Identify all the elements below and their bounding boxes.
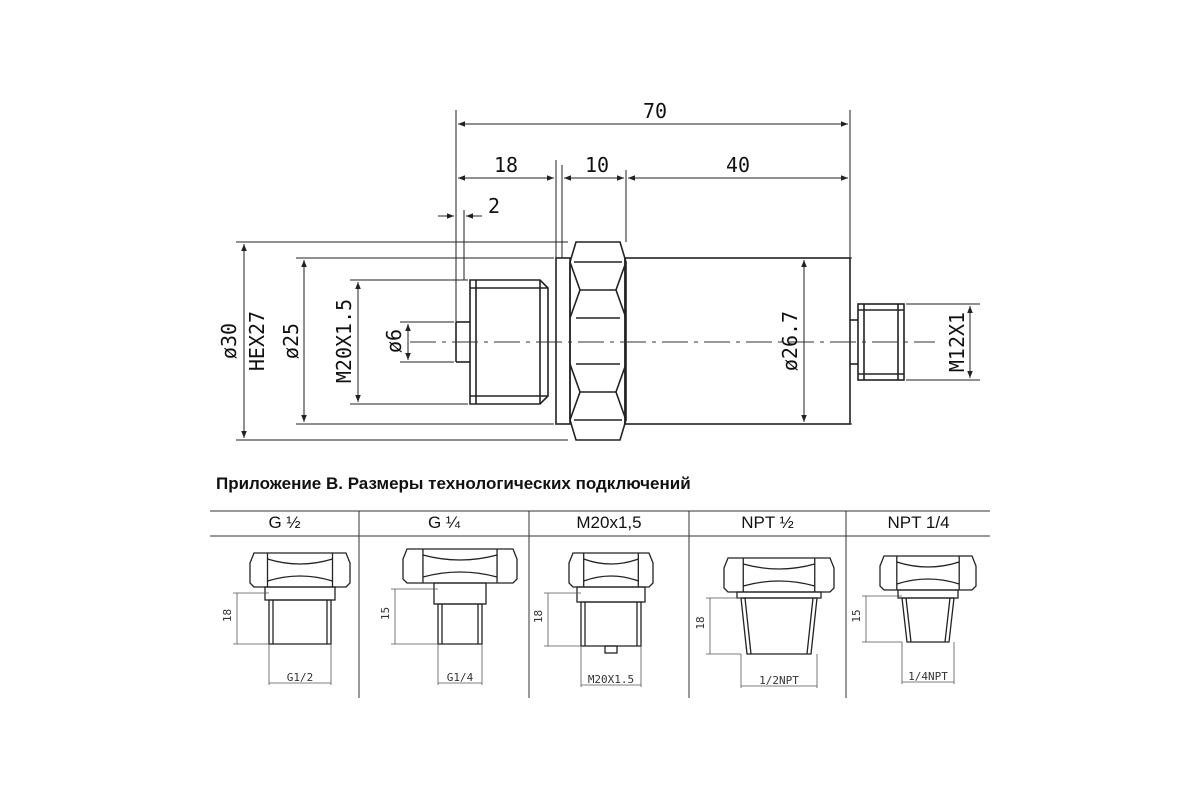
- fitting-height-label: 15: [850, 609, 863, 622]
- dim-gap-label: 2: [488, 194, 500, 218]
- sensor-side-view: [455, 241, 905, 441]
- fitting-thread-label: M20X1.5: [588, 673, 634, 686]
- fitting-3: [544, 552, 654, 687]
- column-header-npt-half: NPT ½: [741, 513, 794, 532]
- dim-overall-label: 70: [643, 99, 667, 123]
- column-header-g-half: G ½: [268, 513, 301, 532]
- flange: [555, 257, 571, 425]
- hex-nut: [402, 548, 518, 584]
- appendix-fittings: [233, 548, 977, 688]
- dia-flange-label: ø25: [279, 323, 303, 359]
- column-header-m20: M20x1,5: [576, 513, 642, 532]
- dia-bore-label: ø6: [382, 329, 406, 353]
- dim-hex-label: 10: [585, 153, 609, 177]
- fitting-2: [391, 548, 518, 685]
- hex-nut: [569, 241, 627, 441]
- fitting-4: [706, 557, 835, 688]
- dimension-lines: [236, 110, 980, 441]
- hex-nut: [249, 552, 351, 588]
- fitting-thread-label: G1/2: [287, 671, 314, 684]
- hex-nut: [723, 557, 835, 593]
- fitting-1: [233, 552, 351, 685]
- fitting-height-label: 18: [532, 610, 545, 623]
- fitting-height-label: 18: [694, 616, 707, 629]
- appendix-table: G ½ G ¼ M20x1,5 NPT ½ NPT 1/4: [210, 509, 991, 699]
- fitting-5: [862, 555, 977, 684]
- thread: [901, 597, 955, 643]
- fitting-height-label: 15: [379, 607, 392, 620]
- sensor-body: [624, 257, 851, 425]
- hex-nut: [568, 552, 654, 588]
- thread-connector-label: M12X1: [945, 312, 969, 372]
- fitting-height-label: 18: [221, 609, 234, 622]
- dim-body-label: 40: [726, 153, 750, 177]
- column-header-g-quarter: G ¼: [427, 513, 461, 532]
- fitting-thread-label: 1/4NPT: [908, 670, 948, 683]
- thread: [740, 597, 818, 655]
- dia-hex-outer-label: ø30: [217, 323, 241, 359]
- dia-body-label: ø26.7: [778, 311, 802, 371]
- dim-fitting-label: 18: [494, 153, 518, 177]
- column-header-npt-quarter: NPT 1/4: [887, 513, 950, 532]
- thread-process-label: M20X1.5: [332, 299, 356, 383]
- fitting-thread-label: G1/4: [447, 671, 474, 684]
- appendix-title: Приложение В. Размеры технологических по…: [216, 474, 691, 493]
- appendix-table-grid: [210, 510, 990, 698]
- dimension-labels: 70 18 10 40 2 ø30 HEX27 ø25 M20X1.5 ø6 ø…: [217, 99, 969, 383]
- fitting-thread-label: 1/2NPT: [759, 674, 799, 687]
- hex-size-label: HEX27: [245, 311, 269, 371]
- hex-nut: [879, 555, 977, 591]
